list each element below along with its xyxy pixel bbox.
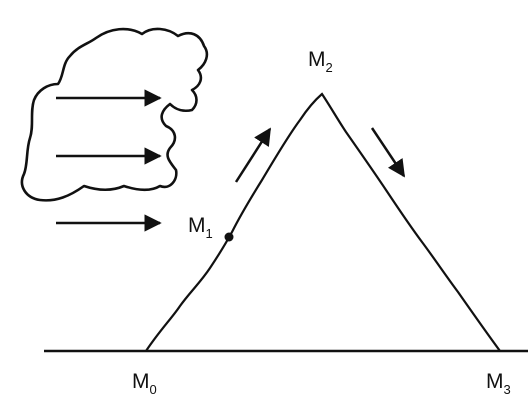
label-m3: M3: [486, 370, 511, 397]
label-m1: M1: [188, 214, 213, 241]
label-m0: M0: [132, 370, 157, 397]
downslope-arrow: [370, 127, 406, 178]
label-m2: M2: [308, 48, 333, 75]
cloud-outline: [20, 27, 209, 202]
mountain-profile: [145, 92, 501, 352]
upslope-arrow: [234, 127, 272, 183]
m1-point: [224, 232, 234, 242]
